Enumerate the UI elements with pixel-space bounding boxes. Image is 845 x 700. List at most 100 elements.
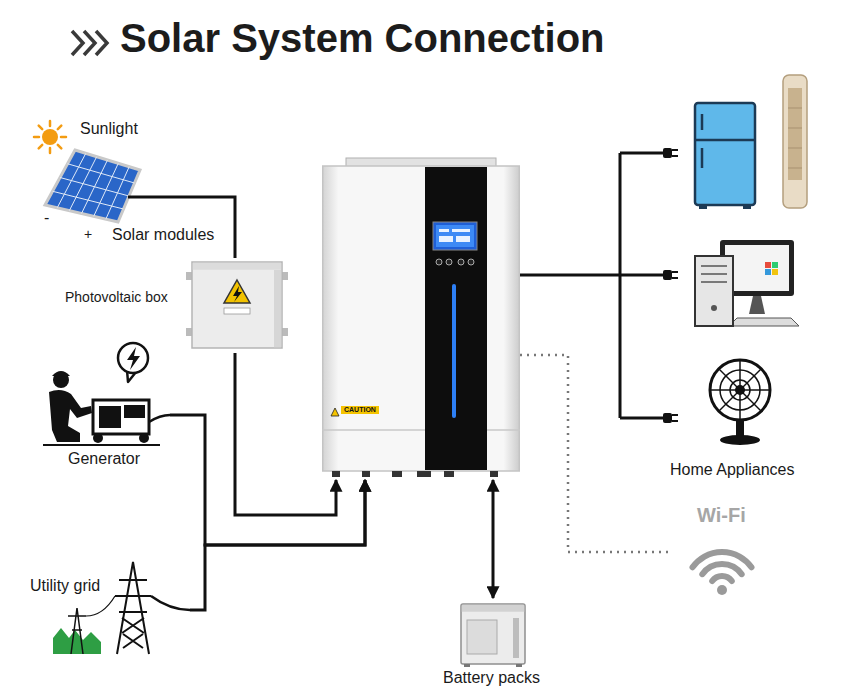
illustration-part (620, 152, 665, 155)
illustration-part (392, 471, 402, 477)
illustration-part (425, 167, 487, 470)
connector (492, 480, 495, 598)
polarity-sign: + (84, 226, 92, 243)
illustration-part (446, 259, 452, 265)
illustration-part (467, 620, 497, 654)
illustration-part (701, 281, 727, 283)
illustration-part (725, 245, 789, 291)
illustration-part (436, 259, 442, 265)
illustration-part (233, 286, 242, 302)
illustration-part (749, 296, 765, 314)
illustration-part (61, 136, 66, 139)
illustration-part (186, 272, 192, 280)
illustration-part (69, 157, 96, 211)
illustration-part (788, 108, 802, 168)
illustration-part (663, 413, 672, 423)
illustration-part (765, 262, 771, 268)
node-label: Utility grid (30, 576, 100, 595)
illustration-part (699, 205, 707, 209)
illustration-part (127, 347, 140, 370)
illustration-part (788, 168, 802, 169)
illustration-part (695, 103, 755, 205)
illustration-part (693, 552, 752, 567)
illustration-part (615, 153, 665, 418)
illustration-part (743, 205, 751, 209)
illustration-part (224, 308, 250, 314)
illustration-part (444, 471, 454, 477)
illustration-part (701, 114, 704, 130)
illustration-part (458, 259, 464, 265)
illustration-part (192, 262, 282, 348)
connector (190, 480, 365, 610)
illustration-part (672, 414, 678, 416)
illustration-part (282, 328, 288, 336)
inverter-art (322, 158, 520, 480)
illustration-part (433, 222, 477, 250)
illustration-part (93, 400, 149, 434)
illustration-part (710, 360, 770, 420)
illustration-part (672, 420, 678, 422)
illustration-part (719, 369, 761, 411)
illustration-part (436, 259, 474, 265)
illustration-part (417, 471, 431, 477)
illustration-part (49, 390, 92, 442)
sun-icon (34, 121, 66, 153)
illustration-part (96, 31, 107, 55)
node-label: Battery packs (443, 668, 540, 687)
connector (520, 355, 672, 552)
illustration-part (124, 405, 145, 418)
illustration-part (58, 145, 62, 149)
illustration-part (439, 229, 449, 232)
illustration-part (464, 664, 470, 667)
caution-sticker: CAUTION (341, 406, 379, 414)
pv-box-art (62, 258, 284, 353)
illustration-part (701, 273, 727, 275)
illustration-part (72, 31, 83, 55)
generator-art (35, 330, 170, 470)
illustration-part (735, 385, 745, 395)
illustration-part (52, 371, 70, 376)
illustration-part (620, 417, 665, 420)
node-label: Generator (68, 449, 140, 468)
illustration-part (788, 88, 802, 180)
illustration-part (332, 471, 340, 477)
illustration-part (282, 272, 288, 280)
sunlight-label: Sunlight (80, 119, 138, 138)
illustration-part (49, 148, 52, 153)
node-label: Home Appliances (670, 460, 795, 479)
illustration-part (765, 269, 771, 275)
connector (230, 197, 235, 258)
illustration-part (331, 408, 339, 416)
illustration-part (86, 596, 115, 616)
illustration-part (468, 259, 474, 265)
illustration-part (736, 420, 744, 436)
illustration-part (513, 618, 519, 658)
illustration-part (117, 562, 149, 654)
illustration-part (788, 148, 802, 149)
illustration-part (436, 225, 474, 247)
illustration-part (672, 149, 678, 151)
illustration-part (122, 618, 144, 648)
node-label: Wi-Fi (697, 503, 746, 527)
illustration-part (701, 265, 727, 267)
illustration-part (663, 148, 672, 158)
illustration-part (84, 31, 95, 55)
illustration-part (783, 75, 807, 208)
illustration-part (193, 263, 282, 270)
illustration-part (71, 608, 83, 654)
illustration-part (45, 150, 140, 222)
illustration-part (332, 471, 498, 477)
illustration-part (43, 444, 160, 446)
illustration-part (456, 236, 470, 242)
illustration-part (615, 274, 665, 277)
illustration-part (115, 595, 151, 597)
illustration-part (788, 128, 802, 129)
generator-node: Generator (35, 330, 170, 470)
photovoltaic-box-node: Photovoltaic box (62, 258, 284, 353)
battery-packs-node: Battery packs (430, 598, 560, 696)
illustration-part (186, 328, 192, 336)
illustration-part (34, 136, 39, 139)
node-label: Solar modules (112, 225, 214, 244)
